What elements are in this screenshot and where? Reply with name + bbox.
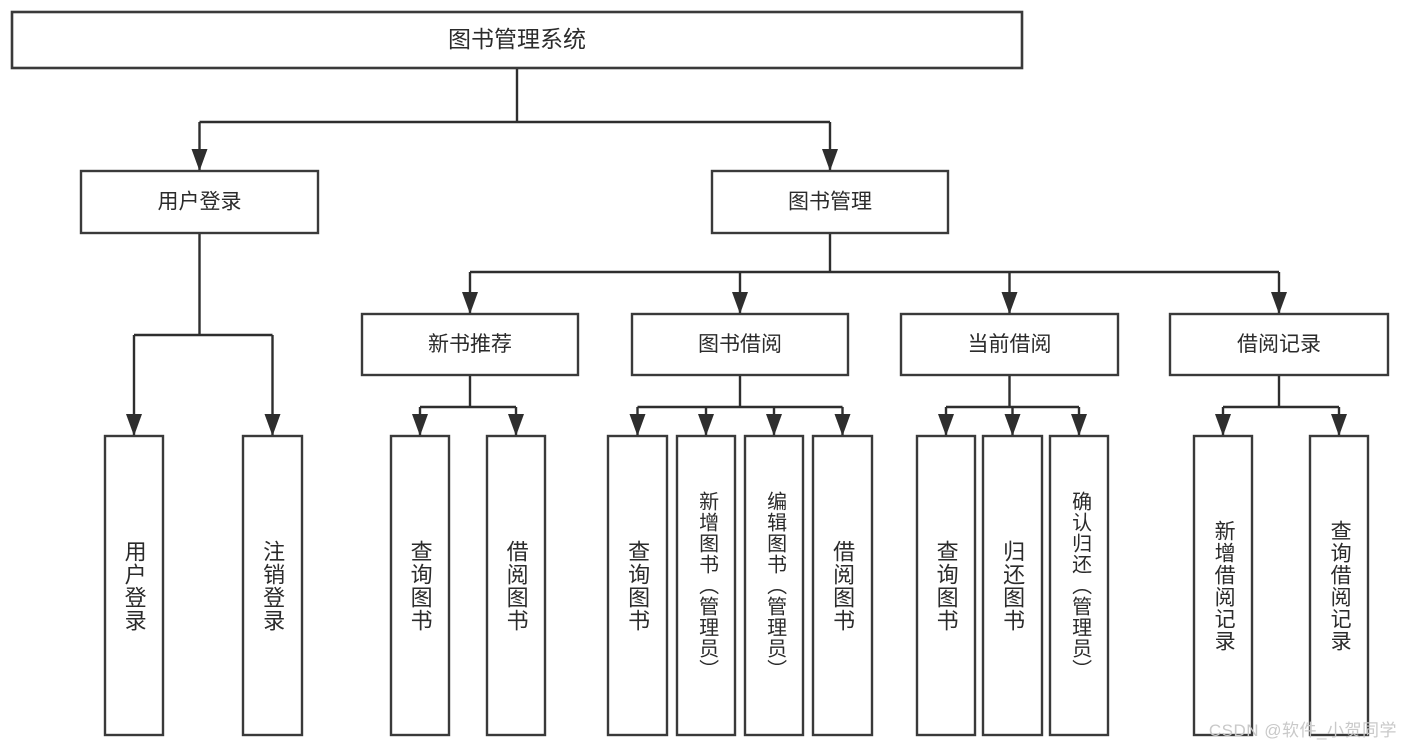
boxes-group bbox=[10, 10, 1390, 737]
leaf-node-box-6[interactable] bbox=[743, 434, 805, 737]
level3-node-label-2: 当前借阅 bbox=[968, 333, 1052, 356]
leaf-node-box-7[interactable] bbox=[811, 434, 874, 737]
arrow-head-icon-leaf-9 bbox=[1004, 414, 1021, 436]
arrow-head-icon-leaf-0 bbox=[126, 414, 142, 436]
leaf-node-box-8[interactable] bbox=[915, 434, 977, 737]
level3-node-box-2[interactable] bbox=[899, 312, 1120, 377]
leaf-node-box-9[interactable] bbox=[981, 434, 1044, 737]
level3-node-label-0: 新书推荐 bbox=[428, 333, 512, 356]
arrow-head-icon-leaf-2 bbox=[412, 414, 428, 436]
leaf-node-box-12[interactable] bbox=[1308, 434, 1370, 737]
level2-node-label-0: 用户登录 bbox=[158, 191, 242, 214]
level3-node-label-3: 借阅记录 bbox=[1237, 333, 1321, 356]
arrow-head-icon-leaf-8 bbox=[938, 414, 954, 436]
arrow-head-icon-level3-1 bbox=[732, 292, 748, 314]
connectors-group bbox=[126, 68, 1347, 436]
leaf-node-box-5[interactable] bbox=[675, 434, 737, 737]
level3-node-box-3[interactable] bbox=[1168, 312, 1390, 377]
leaf-node-box-11[interactable] bbox=[1192, 434, 1254, 737]
arrow-head-icon-level3-2 bbox=[1001, 292, 1018, 314]
arrow-head-icon-leaf-6 bbox=[766, 414, 782, 436]
level3-node-label-1: 图书借阅 bbox=[698, 333, 782, 356]
level3-node-box-1[interactable] bbox=[630, 312, 850, 377]
root-node-box[interactable] bbox=[10, 10, 1024, 70]
leaf-node-box-1[interactable] bbox=[241, 434, 304, 737]
arrow-head-icon-level3-0 bbox=[462, 292, 478, 314]
arrow-head-icon-leaf-4 bbox=[629, 414, 646, 436]
arrow-head-icon-leaf-3 bbox=[508, 414, 524, 436]
arrow-head-icon-level3-3 bbox=[1271, 292, 1287, 314]
leaf-node-box-0[interactable] bbox=[103, 434, 165, 737]
leaf-node-box-3[interactable] bbox=[485, 434, 547, 737]
leaf-node-box-10[interactable] bbox=[1048, 434, 1110, 737]
arrow-head-icon-level2-0 bbox=[191, 149, 208, 171]
root-node-label: 图书管理系统 bbox=[448, 26, 586, 52]
arrow-head-icon-leaf-7 bbox=[834, 414, 851, 436]
arrow-head-icon-leaf-12 bbox=[1331, 414, 1347, 436]
csdn-watermark: CSDN @软件_小贺同学 bbox=[1208, 721, 1397, 740]
leaf-node-box-2[interactable] bbox=[389, 434, 451, 737]
level2-node-box-1[interactable] bbox=[710, 169, 950, 235]
arrow-head-icon-leaf-5 bbox=[698, 414, 714, 436]
level2-node-label-1: 图书管理 bbox=[788, 191, 872, 214]
level2-node-box-0[interactable] bbox=[79, 169, 320, 235]
level3-node-box-0[interactable] bbox=[360, 312, 580, 377]
arrow-head-icon-leaf-1 bbox=[264, 414, 281, 436]
leaf-node-box-4[interactable] bbox=[606, 434, 669, 737]
arrow-head-icon-leaf-11 bbox=[1215, 414, 1231, 436]
arrow-head-icon-leaf-10 bbox=[1071, 414, 1087, 436]
arrow-head-icon-level2-1 bbox=[822, 149, 838, 171]
